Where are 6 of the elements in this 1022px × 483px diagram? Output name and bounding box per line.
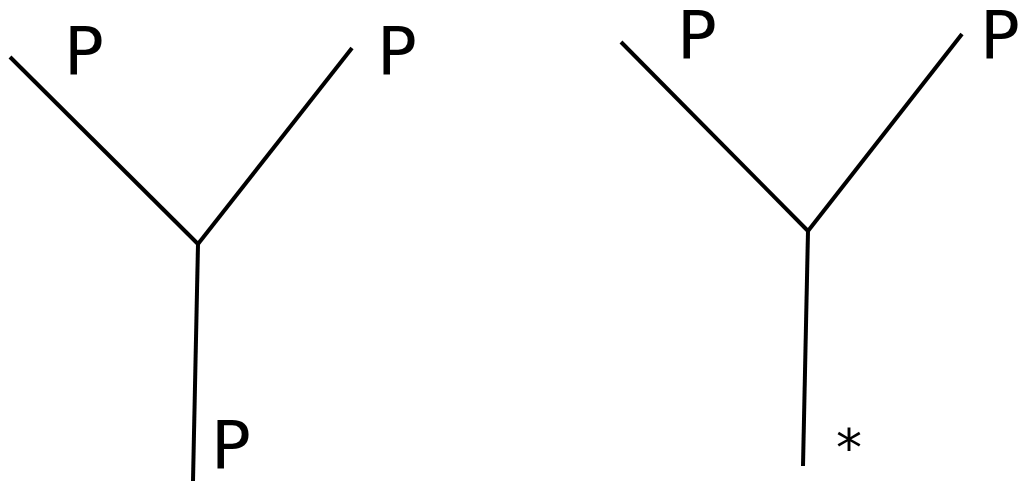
end-label: P — [377, 19, 417, 85]
end-label: P — [211, 413, 251, 479]
end-label: * — [836, 422, 862, 474]
end-label: P — [64, 19, 104, 85]
end-label: P — [980, 3, 1020, 69]
end-label: P — [677, 3, 717, 69]
